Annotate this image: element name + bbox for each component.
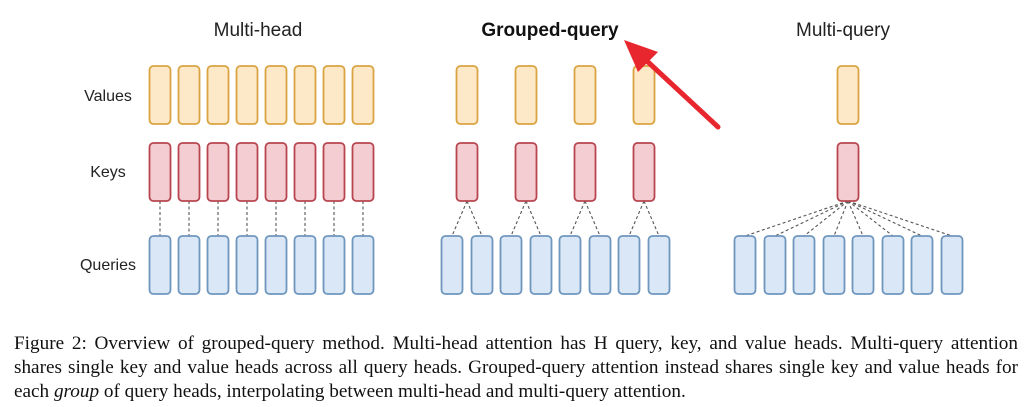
caption-emphasis: group [53,381,100,403]
row-label-queries: Queries [80,257,136,274]
key-query-connector [744,200,849,237]
key-head [235,142,259,202]
value-head [206,65,230,125]
value-head [351,65,375,125]
query-head [881,235,905,295]
figure-caption: Figure 2: Overview of grouped-query meth… [14,332,1018,404]
query-head [647,235,671,295]
value-head [632,65,656,125]
key-query-connector [847,200,864,237]
key-query-connector [628,200,645,237]
key-query-connector [466,200,483,237]
key-head [264,142,288,202]
value-head [264,65,288,125]
value-head [514,65,538,125]
value-head [322,65,346,125]
query-head [792,235,816,295]
key-query-connector [847,200,894,237]
key-head [177,142,201,202]
query-head [148,235,172,295]
query-head [763,235,787,295]
query-head [264,235,288,295]
key-head [632,142,656,202]
annotation-arrow [624,40,721,130]
query-head [351,235,375,295]
key-head [573,142,597,202]
diagram-canvas: Multi-head Grouped-query Multi-query Val… [80,20,964,295]
caption-text-suffix: of query heads, interpolating between mu… [99,381,686,403]
connector-layer [159,200,953,237]
key-head [455,142,479,202]
key-query-connector [525,200,542,237]
query-head [529,235,553,295]
key-head [148,142,172,202]
key-head [514,142,538,202]
value-head [177,65,201,125]
query-head [235,235,259,295]
panel-title-grouped-query: Grouped-query [481,20,619,41]
value-head [573,65,597,125]
key-query-connector [847,200,923,237]
query-head [851,235,875,295]
query-head [293,235,317,295]
head-layer [148,65,964,295]
value-head [293,65,317,125]
key-head [836,142,860,202]
panel-title-multi-head: Multi-head [214,20,303,41]
value-head [455,65,479,125]
query-head [177,235,201,295]
key-head [351,142,375,202]
caption-text-prefix: Figure 2: Overview of grouped-query meth… [14,333,1018,403]
value-head [836,65,860,125]
query-head [940,235,964,295]
key-query-connector [584,200,601,237]
value-head [148,65,172,125]
key-query-connector [569,200,586,237]
key-query-connector [643,200,660,237]
key-head [293,142,317,202]
query-head [910,235,934,295]
query-head [617,235,641,295]
key-head [322,142,346,202]
key-query-connector [451,200,468,237]
query-head [440,235,464,295]
key-query-connector [510,200,527,237]
query-head [499,235,523,295]
value-head [235,65,259,125]
key-query-connector [847,200,953,237]
key-head [206,142,230,202]
gqa-diagram: Multi-head Grouped-query Multi-query Val… [80,20,964,295]
query-head [822,235,846,295]
query-head [470,235,494,295]
query-head [322,235,346,295]
key-query-connector [774,200,849,237]
row-label-values: Values [84,88,132,105]
row-label-keys: Keys [90,164,126,181]
query-head [733,235,757,295]
query-head [206,235,230,295]
arrow-head [624,40,658,72]
query-head [558,235,582,295]
key-query-connector [833,200,849,237]
query-head [588,235,612,295]
panel-title-multi-query: Multi-query [796,20,890,41]
key-query-connector [803,200,849,237]
